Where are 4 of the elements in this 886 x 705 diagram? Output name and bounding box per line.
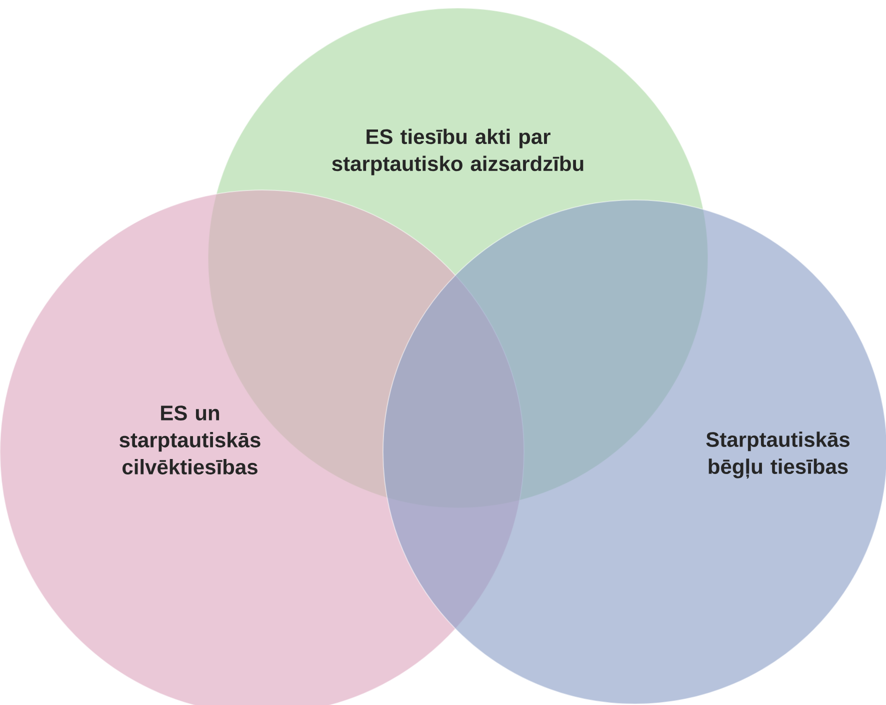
circle-label: ES tiesību akti par starptautisko aizsardzību [332, 128, 584, 176]
circle-label: ES un starptautiskās cilvēktiesības [120, 406, 260, 474]
circle-label: Starptautiskās bēgļu tiesības [706, 432, 850, 478]
venn-circle [382, 200, 886, 704]
